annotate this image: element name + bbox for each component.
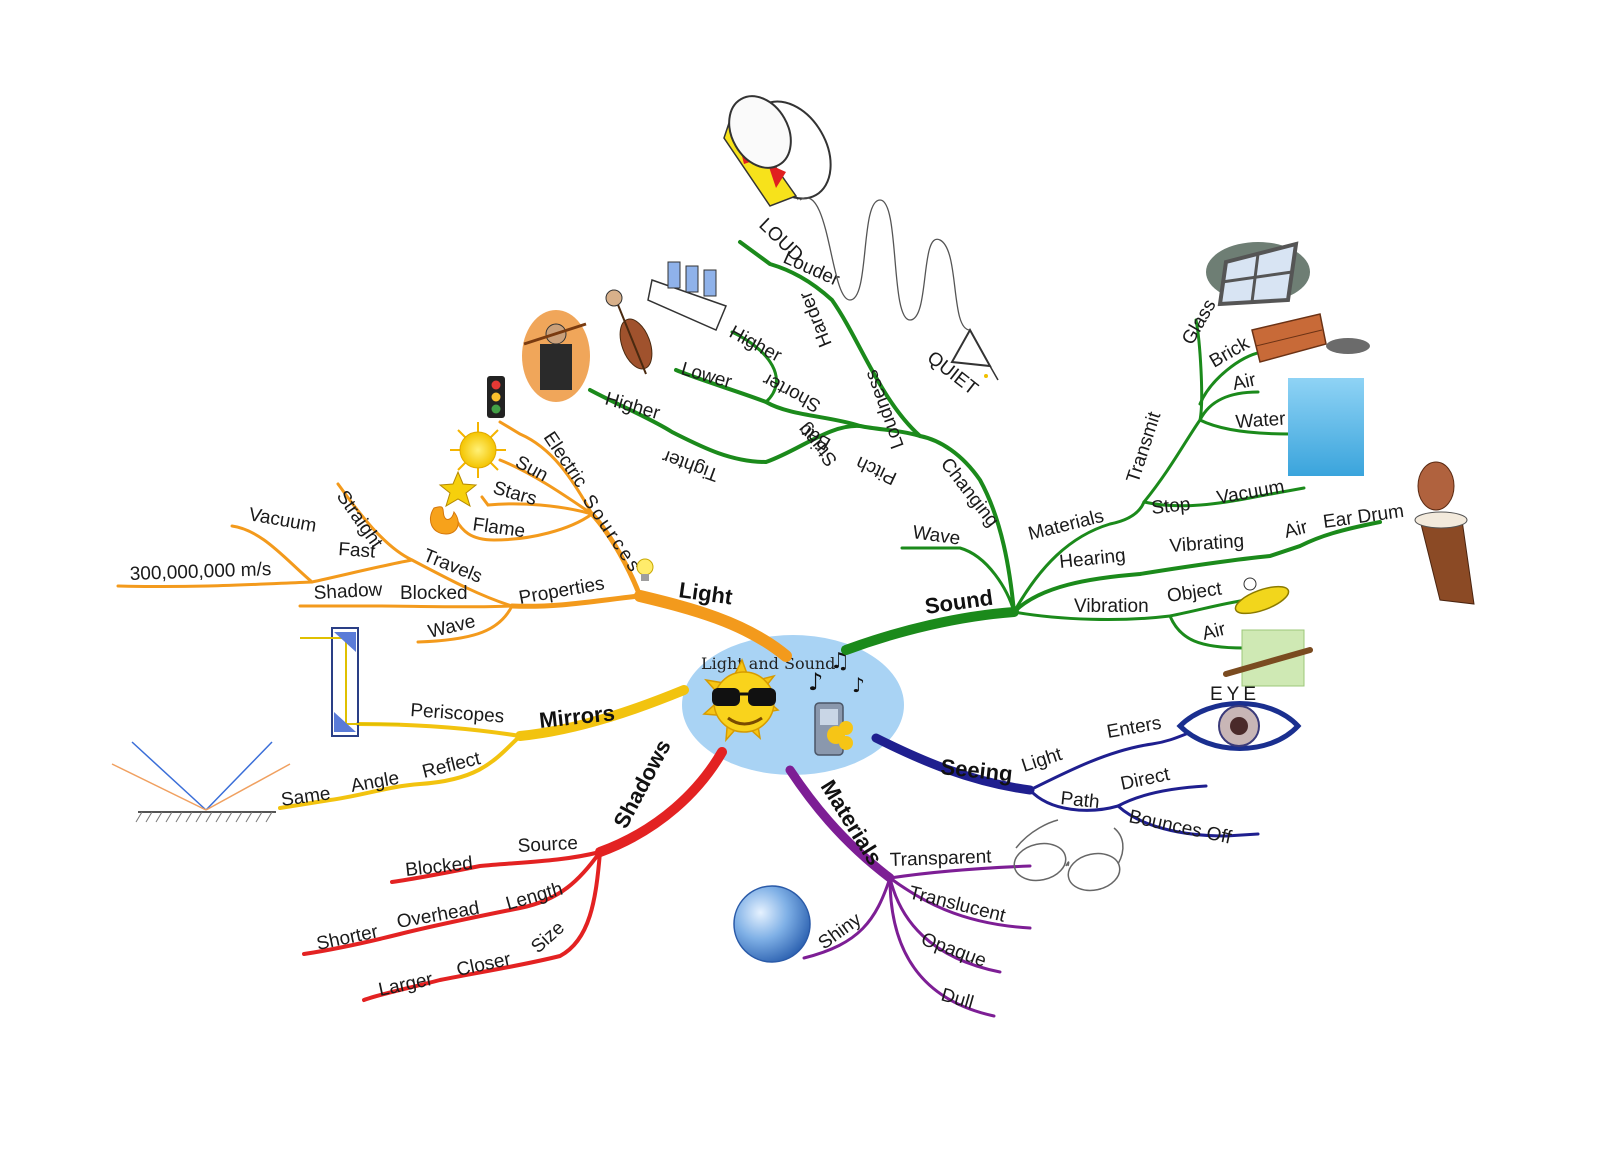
cello-icon <box>606 290 658 374</box>
branch-materials-labels: Materials Transparent Translucent Opaque… <box>815 775 1009 1013</box>
label-materials-sound: Materials <box>1026 506 1106 545</box>
label-speed: 300,000,000 m/s <box>129 559 271 585</box>
water-icon <box>1288 378 1364 476</box>
label-stop: Stop <box>1150 494 1191 519</box>
label-source: Source <box>517 833 578 857</box>
label-angle: Angle <box>349 768 401 797</box>
label-same: Same <box>280 783 332 811</box>
label-vacuum: Vacuum <box>247 504 318 537</box>
label-fast: Fast <box>338 539 377 563</box>
label-shorter-sound: Shorter <box>759 368 824 416</box>
svg-text:♪: ♪ <box>808 668 823 696</box>
recorder-icon <box>1226 630 1310 686</box>
label-sun: Sun <box>512 452 552 486</box>
label-mirrors: Mirrors <box>538 700 616 733</box>
label-opaque: Opaque <box>918 929 989 972</box>
label-seeing: Seeing <box>939 754 1013 786</box>
label-quiet: QUIET <box>923 347 982 400</box>
label-closer: Closer <box>455 949 514 981</box>
label-overhead: Overhead <box>395 898 481 933</box>
label-higher-1: Higher <box>603 389 663 425</box>
label-translucent: Translucent <box>907 882 1008 926</box>
window-icon <box>1206 242 1310 304</box>
label-water: Water <box>1235 409 1287 433</box>
label-enters: Enters <box>1105 713 1163 743</box>
label-size: Size <box>527 917 569 957</box>
label-lower: Lower <box>679 359 735 394</box>
sun-icon <box>450 422 506 478</box>
label-wave-sound: Wave <box>911 522 961 549</box>
label-glass: Glass <box>1178 296 1220 349</box>
label-shorter: Shorter <box>315 921 381 955</box>
drum-icon <box>717 85 847 213</box>
label-shadow: Shadow <box>313 579 383 604</box>
label-blocked-shadow: Blocked <box>404 853 473 881</box>
reflection-icon <box>112 742 290 822</box>
label-vibrating: Vibrating <box>1169 531 1245 557</box>
cymbal-icon <box>1232 578 1291 619</box>
light-bulb-icon <box>637 559 653 581</box>
periscope-icon <box>300 628 400 736</box>
label-vibration: Vibration <box>1074 596 1149 617</box>
label-bounces-off: Bounces Off <box>1127 806 1234 848</box>
bottles-icon <box>648 262 726 330</box>
label-ear-drum: Ear Drum <box>1322 501 1405 533</box>
label-higher-2: Higher <box>726 322 786 367</box>
label-electric: Electric <box>539 428 591 491</box>
label-length: Length <box>504 879 566 915</box>
label-transparent: Transparent <box>889 846 992 871</box>
eye-icon <box>1180 704 1298 749</box>
label-periscopes: Periscopes <box>410 700 505 728</box>
glasses-icon <box>1011 820 1123 895</box>
label-light-seeing: Light <box>1019 744 1065 777</box>
label-path: Path <box>1059 788 1100 813</box>
glass-ball-icon <box>734 886 810 962</box>
label-object: Object <box>1166 578 1224 607</box>
label-vacuum-sound: Vacuum <box>1215 476 1286 509</box>
label-hearing: Hearing <box>1058 545 1126 573</box>
svg-text:♪: ♪ <box>852 673 865 697</box>
branch-mirrors-labels: Mirrors Periscopes Reflect Angle Same <box>280 700 616 811</box>
label-air-3: Air <box>1200 619 1228 645</box>
label-loudness: Loudness <box>861 367 909 452</box>
label-pitch: Pitch <box>853 452 900 489</box>
traffic-light-icon <box>487 376 505 418</box>
label-larger: Larger <box>377 969 436 1001</box>
label-transmit: Transmit <box>1123 409 1166 486</box>
flame-icon <box>430 507 458 534</box>
star-icon <box>440 472 476 506</box>
violinist-icon <box>522 310 590 402</box>
label-dull: Dull <box>939 985 976 1014</box>
bricks-icon <box>1252 314 1370 362</box>
label-air-2: Air <box>1282 517 1310 543</box>
branch-light-labels: Light Sources Electric Sun Stars Flame P… <box>129 428 734 643</box>
label-blocked-light: Blocked <box>400 583 468 604</box>
ear-drum-icon <box>1415 462 1474 604</box>
label-sources: Sources <box>578 491 646 578</box>
